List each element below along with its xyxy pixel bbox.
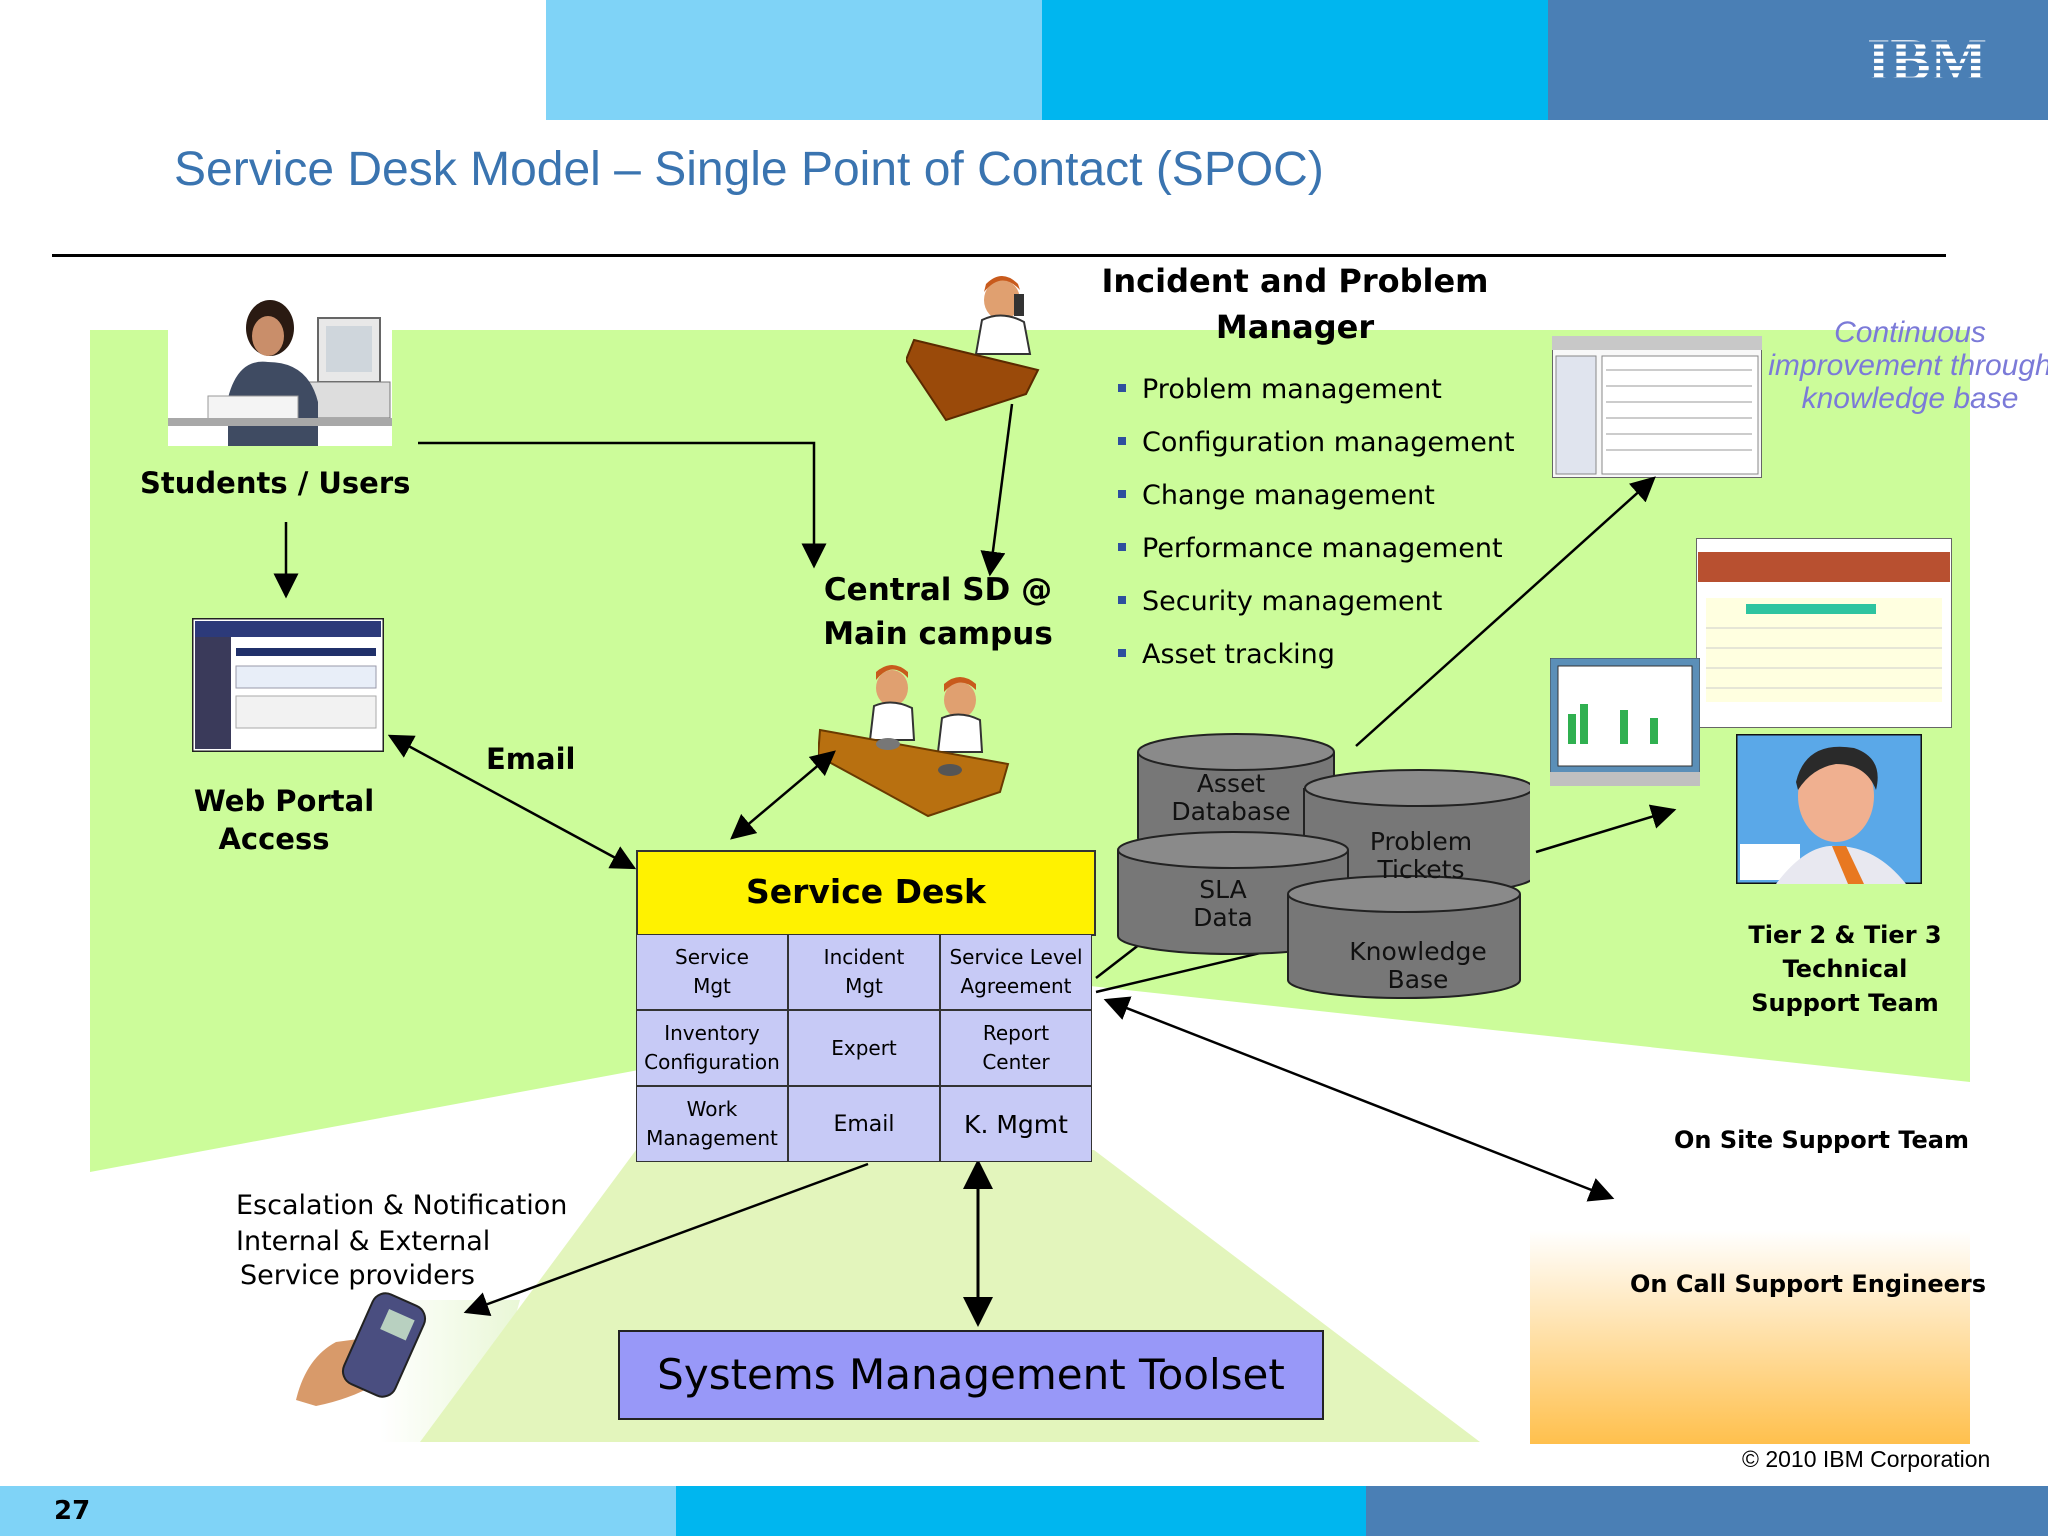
header-segment-light	[546, 0, 1042, 120]
cell-inventory-configuration: Inventory Configuration	[636, 1010, 788, 1086]
arrow-servicedesk-onsite	[1103, 996, 1615, 1202]
list-item: Security management	[1118, 582, 1515, 635]
bullet-icon	[1118, 384, 1126, 392]
toolset-label: Systems Management Toolset	[657, 1350, 1285, 1399]
bullet-icon	[1118, 543, 1126, 551]
cell-incident-mgt: Incident Mgt	[788, 934, 940, 1010]
list-item: Asset tracking	[1118, 635, 1515, 688]
escalation-label-1: Escalation & Notification	[236, 1190, 568, 1221]
footer-segment-light	[0, 1486, 676, 1536]
tier-support-label-2: Technical	[1782, 955, 1908, 983]
database-cluster	[1117, 733, 1530, 999]
knowledge-base-screenshot-icon	[1552, 336, 1762, 478]
escalation-label-3: Service providers	[240, 1260, 475, 1291]
footer-segment-dark	[1366, 1486, 2048, 1536]
knowledge-base-label: Knowledge Base	[1349, 937, 1487, 994]
list-item: Configuration management	[1118, 423, 1515, 476]
oncall-gradient	[1530, 1230, 1970, 1444]
systems-management-toolset-box: Systems Management Toolset	[618, 1330, 1324, 1420]
arrow-users-to-central	[418, 441, 827, 569]
incident-problem-manager-title: Incident and Problem Manager	[1090, 258, 1500, 350]
ipm-title-line-1: Incident and Problem	[1101, 262, 1489, 300]
oncall-support-label: On Call Support Engineers	[1630, 1270, 1986, 1298]
woman-at-computer-icon	[168, 278, 392, 446]
cell-service-level-agreement: Service Level Agreement	[940, 934, 1092, 1010]
header-bar: IBM	[0, 0, 2048, 120]
knowledge-base-cylinder	[1287, 875, 1521, 999]
central-sd-label-1: Central SD @	[823, 572, 1053, 608]
central-sd-label-2: Main campus	[823, 616, 1053, 652]
web-portal-label-2: Access	[218, 822, 330, 856]
escalation-label-2: Internal & External	[236, 1226, 491, 1257]
cell-report-center: Report Center	[940, 1010, 1092, 1086]
asset-database-label: Asset Database	[1171, 769, 1291, 826]
cell-service-mgt: Service Mgt	[636, 934, 788, 1010]
bullet-icon	[1118, 490, 1126, 498]
page-number: 27	[54, 1496, 91, 1526]
arrow-portal-servicedesk	[387, 734, 637, 870]
service-desk-block: Service Desk Service Mgt Incident Mgt Se…	[636, 850, 1096, 1162]
web-portal-label-1: Web Portal	[193, 784, 375, 818]
bullet-icon	[1118, 649, 1126, 657]
tier-support-label-1: Tier 2 & Tier 3	[1748, 921, 1942, 949]
problem-tickets-label: Problem Tickets	[1369, 827, 1473, 884]
sla-data-label: SLA Data	[1193, 875, 1253, 932]
arrow-db-to-knowledge-screen	[1355, 476, 1656, 747]
ibm-logo: IBM	[1867, 30, 1987, 88]
onsite-support-label: On Site Support Team	[1674, 1126, 1970, 1154]
page-title: Service Desk Model – Single Point of Con…	[174, 143, 1324, 196]
students-users-label: Students / Users	[140, 466, 411, 500]
support-engineer-icon	[1736, 734, 1922, 884]
cell-email: Email	[788, 1086, 940, 1162]
cell-expert: Expert	[788, 1010, 940, 1086]
cell-k-mgmt: K. Mgmt	[940, 1086, 1092, 1162]
asset-database-cylinder	[1137, 733, 1335, 857]
charts-screenshot-icon	[1550, 658, 1700, 786]
ipm-title-line-2: Manager	[1215, 308, 1375, 346]
arrow-central-servicedesk	[730, 750, 836, 840]
arrow-manager-to-central	[980, 403, 1014, 577]
bullet-icon	[1118, 596, 1126, 604]
list-item: Change management	[1118, 476, 1515, 529]
list-item: Performance management	[1118, 529, 1515, 582]
monitoring-screenshot-icon	[1696, 538, 1952, 728]
arrow-to-escalation	[463, 1162, 869, 1316]
connector-servicedesk-db-1	[1095, 943, 1141, 979]
email-arrow-label: Email	[486, 742, 576, 776]
header-segment-mid	[1042, 0, 1548, 120]
header-segment-dark	[1548, 0, 2048, 120]
service-desk-header: Service Desk	[636, 850, 1096, 936]
footer-segment-mid	[676, 1486, 1366, 1536]
copyright: © 2010 IBM Corporation	[1742, 1446, 1991, 1472]
cell-work-management: Work Management	[636, 1086, 788, 1162]
incident-problem-list: Problem management Configuration managem…	[1118, 370, 1515, 688]
web-portal-screenshot-icon	[192, 618, 384, 752]
service-desk-title: Service Desk	[745, 872, 987, 911]
header-segment-white	[0, 0, 546, 120]
arrow-db-to-tier	[1535, 804, 1677, 854]
mobile-phone-icon	[296, 1292, 427, 1406]
list-item: Problem management	[1118, 370, 1515, 423]
continuous-improvement-note: Continuous improvement through knowledge…	[1768, 316, 2048, 415]
manager-on-phone-icon	[906, 276, 1040, 422]
footer-bar	[0, 1486, 2048, 1536]
bullet-icon	[1118, 437, 1126, 445]
tier-support-label-3: Support Team	[1751, 989, 1939, 1017]
svg-text:IBM: IBM	[1867, 30, 1987, 88]
service-desk-staff-icon	[818, 665, 1010, 818]
title-divider	[52, 254, 1946, 257]
